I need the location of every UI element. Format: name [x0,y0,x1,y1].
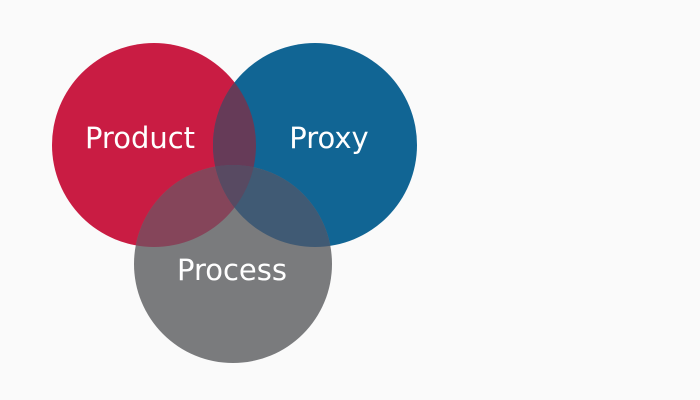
process-label: Process [177,253,287,287]
product-process-overlap [134,165,256,247]
proxy-process-overlap [213,165,332,247]
product-label: Product [85,121,195,155]
proxy-label: Proxy [289,121,368,155]
